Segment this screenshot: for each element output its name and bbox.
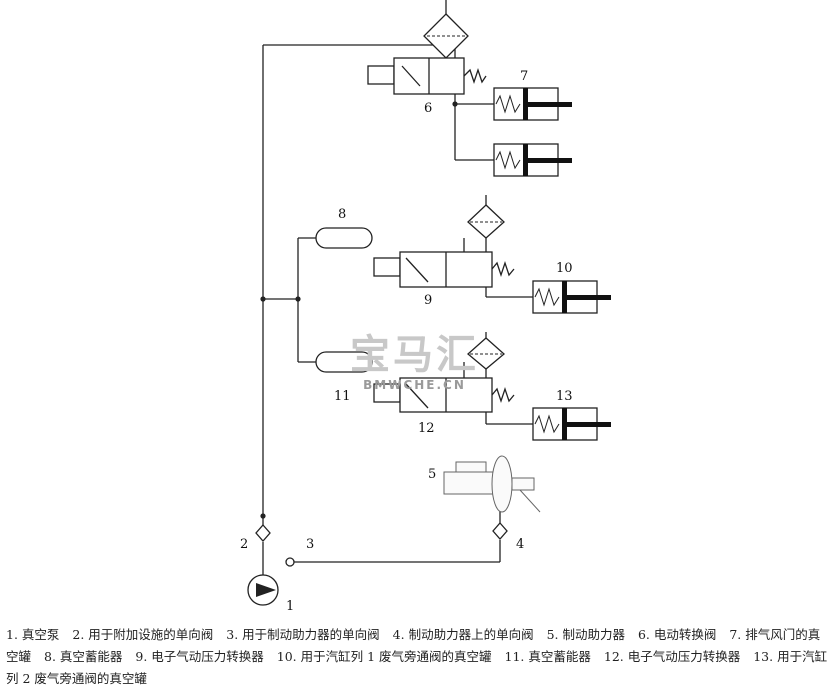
- label-2: 2: [240, 537, 248, 552]
- label-1: 1: [286, 599, 294, 614]
- legend-item-2: 2. 用于附加设施的单向阀: [72, 627, 214, 642]
- check-valve-icon-4: [492, 522, 508, 540]
- legend-item-6: 6. 电动转换阀: [637, 627, 717, 642]
- label-7: 7: [520, 69, 528, 84]
- watermark-url: BMWCHE.CN: [363, 378, 466, 392]
- label-9: 9: [424, 293, 432, 308]
- legend-item-4: 4. 制动助力器上的单向阀: [392, 627, 534, 642]
- epc-12: [373, 377, 515, 413]
- epc-9: [373, 251, 515, 288]
- filter-icon-top: [423, 13, 469, 59]
- label-5: 5: [428, 467, 436, 482]
- legend-item-3: 3. 用于制动助力器的单向阀: [226, 627, 380, 642]
- electric-changeover-valve: [367, 57, 487, 95]
- label-12: 12: [418, 421, 435, 436]
- legend-caption: 1. 真空泵 2. 用于附加设施的单向阀 3. 用于制动助力器的单向阀 4. 制…: [6, 624, 828, 690]
- watermark: 宝马汇 BMWCHE.CN: [350, 322, 479, 392]
- legend-item-12: 12. 电子气动压力转换器: [603, 649, 741, 664]
- legend-item-13: 13. 用于汽缸列 2 废气旁通阀的真空罐: [6, 649, 828, 686]
- legend-item-11: 11. 真空蓄能器: [504, 649, 591, 664]
- legend-item-8: 8. 真空蓄能器: [44, 649, 123, 664]
- legend-item-9: 9. 电子气动压力转换器: [135, 649, 264, 664]
- vacuum-accumulator-8: [315, 227, 373, 249]
- legend-item-10: 10. 用于汽缸列 1 废气旁通阀的真空罐: [276, 649, 492, 664]
- legend-item-7: 7. 排气风门的真空罐: [6, 627, 821, 664]
- brake-booster-icon: [443, 455, 541, 513]
- label-6: 6: [424, 101, 432, 116]
- label-3: 3: [306, 537, 314, 552]
- label-8: 8: [338, 207, 346, 222]
- check-valve-icon-2: [255, 524, 271, 542]
- label-4: 4: [516, 537, 524, 552]
- vacuum-accumulator-11: [315, 351, 373, 373]
- legend-item-1: 1. 真空泵: [6, 627, 60, 642]
- watermark-brand: 宝马汇: [350, 332, 479, 378]
- label-11: 11: [334, 389, 351, 404]
- label-10: 10: [556, 261, 573, 276]
- vacuum-system-diagram: 1 2 3 4 5 6 7 8 9 10 11 12 13: [240, 0, 611, 614]
- label-13: 13: [556, 389, 573, 404]
- check-valve-icon-3: [285, 557, 295, 567]
- legend-item-5: 5. 制动助力器: [546, 627, 625, 642]
